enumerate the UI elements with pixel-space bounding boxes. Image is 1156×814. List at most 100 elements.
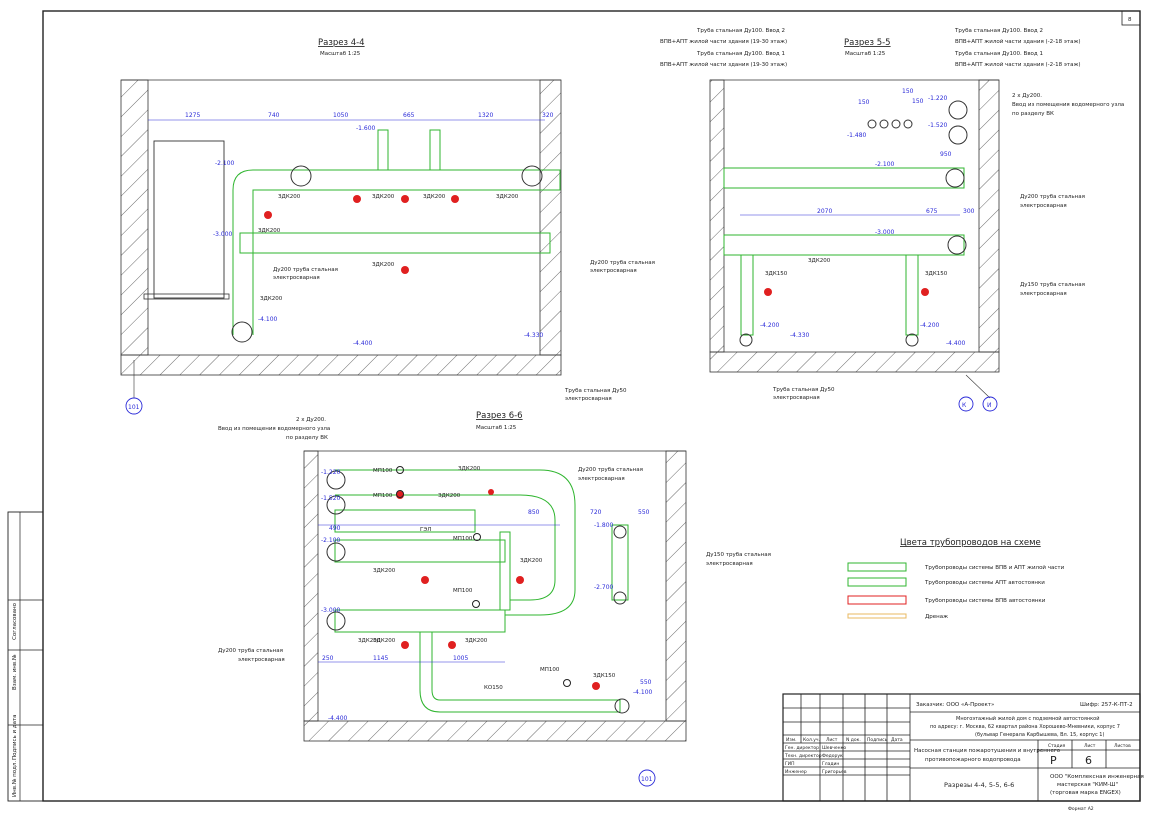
label-dims_s66-3: 550 [638, 509, 650, 516]
label-valves_s66-9: ЗДК200 [373, 638, 396, 644]
label-levels_s66-0: -1.220 [321, 469, 341, 476]
label-labels-s55_in2a: Труба стальная Ду100. Ввод 1 [696, 51, 785, 57]
label-levels_s44-4: -4.400 [353, 340, 373, 347]
label-levels_s55-2: -1.480 [847, 132, 867, 139]
label-levels_s66-7: -4.400 [328, 715, 348, 722]
label-labels-s66_vk3: по разделу ВК [286, 435, 328, 441]
label-valves_s44-2: ЗДК200 [423, 194, 446, 200]
label-labels-pipe_d50: Труба стальная Ду50 [564, 388, 627, 394]
s55-scale: Масштаб 1:25 [845, 51, 886, 57]
label-dims_s66-0: 490 [329, 525, 341, 532]
s44-floor [120, 354, 562, 376]
label-dims_s55-4: 2070 [817, 208, 832, 215]
label-levels_s44-1: -2.100 [215, 160, 235, 167]
s44-dim: 320 [542, 112, 554, 119]
label-labels-s66_d150b: электросварная [706, 561, 753, 567]
label-levels_s66-3: -3.000 [321, 607, 341, 614]
label-title_block-cols-3: N док. [846, 737, 861, 743]
label-levels_s44-3: -4.100 [258, 316, 278, 323]
label-title_block-cols-5: Дата [891, 737, 903, 743]
s44-scale: Масштаб 1:25 [320, 51, 361, 57]
label-title_block-sheet: 6 [1085, 754, 1092, 767]
label-valves_s66-1: МП100 [373, 493, 393, 499]
label-title_block-org1: ООО "Комплексная инженерная [1050, 774, 1144, 780]
s44-dim: 1320 [478, 112, 493, 119]
axis-bubble-101 [125, 397, 143, 415]
label-labels-s55_in4b: ВПВ+АПТ жилой части здания (-2-18 этаж) [955, 61, 1081, 68]
axis-bubble-k [958, 396, 974, 412]
outer-frame [42, 10, 1141, 802]
label-title_block-roles-2: ГИП [785, 761, 795, 767]
title-block [782, 693, 1141, 802]
label-levels_s44-2: -3.000 [213, 231, 233, 238]
s44-title: Разрез 4-4 [318, 38, 365, 48]
label-valves_s66-6: ЗДК200 [438, 493, 461, 499]
s66-scale: Масштаб 1:25 [476, 425, 517, 431]
label-title_block-names-0: Шевченко [822, 745, 846, 751]
label-labels-pipe_d200_2: Ду200 труба стальная [590, 260, 655, 266]
label-dims_s55-6: 300 [963, 208, 975, 215]
label-legend-items-1-label: Трубопроводы системы АПТ автостоянки [924, 580, 1045, 586]
label-levels_s66-1: -1.520 [321, 495, 341, 502]
label-valves_s55-2: ЗДК150 [925, 271, 948, 277]
s55-floor [709, 351, 1000, 373]
label-valves_s55-1: ЗДК150 [765, 271, 788, 277]
label-title_block-sheet_h: Лист [1084, 743, 1096, 749]
label-valves_s66-13: КО150 [484, 685, 503, 691]
label-valves_s66-3: МП100 [453, 588, 473, 594]
label-title_block-sheets_h: Листов [1114, 743, 1131, 749]
label-valves_s44-3: ЗДК200 [496, 194, 519, 200]
label-title_block-cols-2: Лист [826, 737, 838, 743]
label-dims_s66-6: 1005 [453, 655, 468, 662]
s44-pipes [232, 129, 561, 335]
s66-wall-right [665, 450, 687, 722]
s44-dim: 665 [403, 112, 415, 119]
label-dims_s55-3: 950 [940, 151, 952, 158]
label-levels_s66-6: -4.100 [633, 689, 653, 696]
label-legend-items-0-label: Трубопроводы системы ВПВ и АПТ жилой час… [924, 564, 1065, 571]
label-legend-title: Цвета трубопроводов на схеме [900, 538, 1041, 548]
label-dims_s55-2: 150 [912, 98, 924, 105]
label-labels-s66_d200la: Ду200 труба стальная [218, 648, 283, 654]
label-labels-s66_d200b: электросварная [578, 476, 625, 482]
label-title_block-system1: Насосная станция пожаротушения и внутрен… [914, 748, 1061, 754]
legend-swatch [847, 577, 907, 587]
label-title_block-customer: Заказчик: ООО «А-Проект» [916, 702, 994, 708]
label-legend-items-3-label: Дренаж [925, 614, 948, 620]
label-dims_s55-5: 675 [926, 208, 938, 215]
axis-bubble-101 [638, 769, 656, 787]
label-labels-s55_in3b: ВПВ+АПТ жилой части здания (-2-18 этаж) [955, 38, 1081, 45]
label-title_block-object3: (бульвар Генерала Карбышева, Вл. 15, кор… [975, 732, 1104, 738]
pipe-legend: Цвета трубопроводов на схеме Трубопровод… [847, 538, 1065, 620]
label-labels-s55_d50a: Труба стальная Ду50 [772, 387, 835, 393]
legend-swatch [847, 595, 907, 605]
s44-dim: 1050 [333, 112, 348, 119]
label-title_block-code: Шифр: 257-К-ПТ-2 [1080, 702, 1133, 708]
label-title_block-system2: противопожарного водопровода [925, 757, 1021, 763]
s44-pump [521, 165, 543, 187]
s44-dim: 740 [268, 112, 280, 119]
label-title_block-roles-3: Инженер [785, 769, 807, 775]
label-dims_s66-2: 720 [590, 509, 602, 516]
label-dims_s66-1: 850 [528, 509, 540, 516]
label-labels-s55_in2b: ВПВ+АПТ жилой части здания (19-30 этаж) [660, 61, 787, 68]
label-title_block-names-1: Федорук [822, 753, 843, 759]
label-labels-s55_d200b: электросварная [1020, 203, 1067, 209]
label-dims_s66-4: 250 [322, 655, 334, 662]
legend-swatch [847, 562, 907, 572]
axis-bubble-i [982, 396, 998, 412]
sheet-number-box [1121, 10, 1141, 26]
label-valves_s55-0: ЗДК200 [808, 258, 831, 264]
label-valves_s44-6: ЗДК200 [260, 296, 283, 302]
label-labels-s55_in1b: ВПВ+АПТ жилой части здания (19-30 этаж) [660, 38, 787, 45]
title-block-text: Изм. Кол.уч. Лист N док. Подпись Дата Ге… [784, 702, 1144, 812]
label-valves_s66-4: МП100 [540, 667, 560, 673]
label-labels-s55_d150a: Ду150 труба стальная [1020, 282, 1085, 288]
label-labels-s55_in1a: Труба стальная Ду100. Ввод 2 [696, 28, 785, 34]
s55-wall-left [709, 79, 725, 353]
label-title_block-stage_h: Стадия [1048, 743, 1066, 749]
section-5-5: Разрез 5-5 Масштаб 1:25 150 150 150 950 … [660, 28, 1124, 412]
s55-title: Разрез 5-5 [844, 38, 891, 48]
s55-pipes [723, 167, 965, 336]
